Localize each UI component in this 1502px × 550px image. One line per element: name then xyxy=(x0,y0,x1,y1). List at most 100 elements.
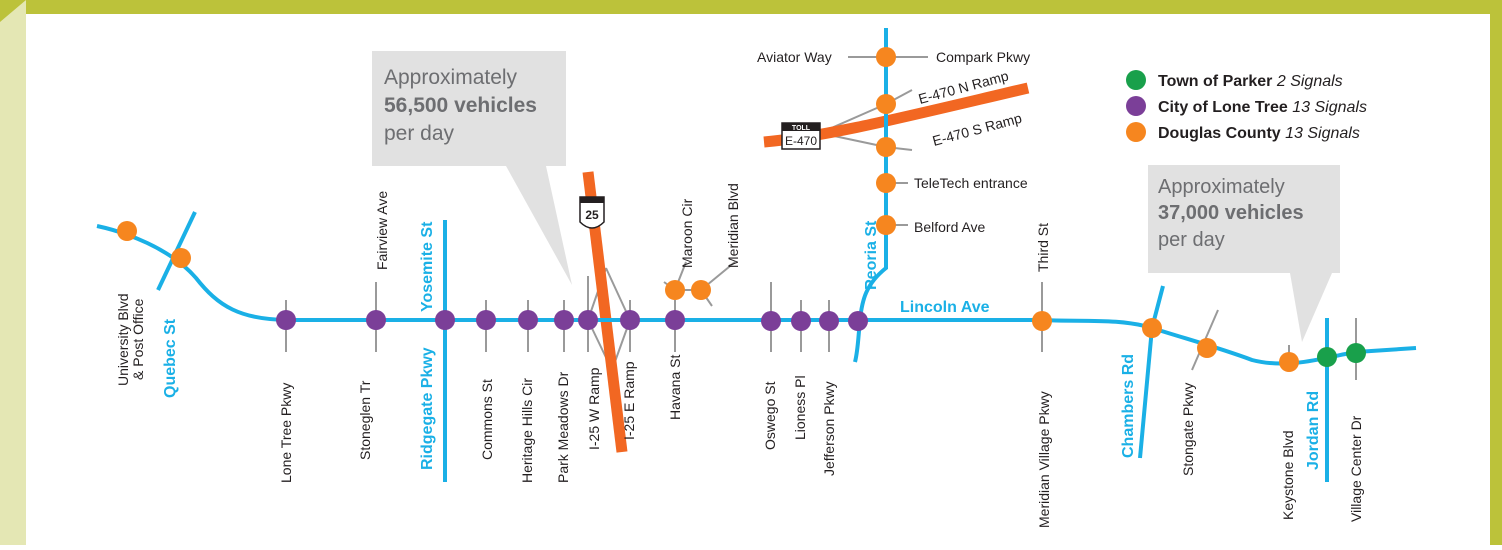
fairview-label: Fairview Ave xyxy=(374,191,390,270)
i25-interchange-lines xyxy=(587,267,631,371)
stongate-label: Stongate Pkwy xyxy=(1180,383,1196,476)
signal-maroon xyxy=(665,280,685,300)
lone-tree-pkwy-label: Lone Tree Pkwy xyxy=(278,383,294,483)
legend-item-parker: Town of Parker 2 Signals xyxy=(1126,70,1343,90)
legend-count-parker: 2 Signals xyxy=(1276,73,1343,90)
signal-yosemite xyxy=(435,310,455,330)
peoria-label: Peoria St xyxy=(863,220,880,290)
callout-west-line3: per day xyxy=(384,122,455,145)
legend-dot-lone-tree xyxy=(1126,96,1146,116)
svg-text:City of Lone Tree 13 Signals: City of Lone Tree 13 Signals xyxy=(1158,99,1367,116)
callout-east-line3: per day xyxy=(1158,229,1225,251)
commons-label: Commons St xyxy=(479,379,495,460)
signal-compark xyxy=(876,47,896,67)
meridian-blvd-label: Meridian Blvd xyxy=(725,183,741,268)
i25-w-ramp-label: I-25 W Ramp xyxy=(586,367,602,450)
signal-university xyxy=(117,221,137,241)
signal-oswego xyxy=(761,311,781,331)
signal-lone-tree-pkwy xyxy=(276,310,296,330)
maroon-label: Maroon Cir xyxy=(679,198,695,268)
signal-i25-w xyxy=(578,310,598,330)
signal-belford xyxy=(876,215,896,235)
legend-name-douglas: Douglas County xyxy=(1158,125,1281,142)
parker-signals xyxy=(1317,343,1366,367)
yosemite-label: Yosemite St xyxy=(419,221,436,312)
toll-shield-route: E-470 xyxy=(785,134,817,148)
meridian-village-label: Meridian Village Pkwy xyxy=(1036,391,1052,528)
lioness-label: Lioness Pl xyxy=(792,375,808,440)
stoneglen-label: Stoneglen Tr xyxy=(357,380,373,460)
park-meadows-label: Park Meadows Dr xyxy=(555,371,571,483)
signal-keystone xyxy=(1279,352,1299,372)
university-label-2: & Post Office xyxy=(130,298,146,380)
callout-west-line1: Approximately xyxy=(384,66,518,89)
belford-label: Belford Ave xyxy=(914,219,986,235)
callout-east-line1: Approximately xyxy=(1158,176,1285,198)
signal-meridian-village xyxy=(1032,311,1052,331)
major-road-labels: Lincoln Ave Quebec St Ridgegate Pkwy Yos… xyxy=(162,220,1322,470)
keystone-label: Keystone Blvd xyxy=(1280,431,1296,521)
callout-east-line2: 37,000 vehicles xyxy=(1158,202,1304,224)
legend: Town of Parker 2 Signals City of Lone Tr… xyxy=(1126,70,1367,142)
jordan-label: Jordan Rd xyxy=(1305,391,1322,470)
legend-name-lone-tree: City of Lone Tree xyxy=(1158,99,1288,116)
signal-quebec xyxy=(171,248,191,268)
interstate-shield-top xyxy=(580,197,604,203)
signal-jefferson xyxy=(819,311,839,331)
callout-west-line2: 56,500 vehicles xyxy=(384,94,537,117)
legend-dot-douglas xyxy=(1126,122,1146,142)
signal-i25-e xyxy=(620,310,640,330)
signal-meridian-blvd xyxy=(691,280,711,300)
frame-shade xyxy=(0,0,26,545)
chambers-label: Chambers Rd xyxy=(1120,354,1137,458)
signal-village-center xyxy=(1346,343,1366,363)
third-label: Third St xyxy=(1035,223,1051,272)
aviator-label: Aviator Way xyxy=(757,49,832,65)
svg-text:Douglas County 13 Signals: Douglas County 13 Signals xyxy=(1158,125,1360,142)
teletech-label: TeleTech entrance xyxy=(914,175,1028,191)
e470-ramp-lines xyxy=(819,89,913,151)
oswego-label: Oswego St xyxy=(762,381,778,450)
signal-park-meadows xyxy=(554,310,574,330)
signal-commons xyxy=(476,310,496,330)
signal-havana xyxy=(665,310,685,330)
havana-label: Havana St xyxy=(667,355,683,420)
traffic-callout-east: Approximately 37,000 vehicles per day xyxy=(1148,165,1340,342)
lincoln-ave-label: Lincoln Ave xyxy=(900,299,990,316)
callout-west-bg xyxy=(372,51,572,285)
signal-lioness xyxy=(791,311,811,331)
signal-jordan xyxy=(1317,347,1337,367)
signal-heritage-hills xyxy=(518,310,538,330)
lincoln-ave-road xyxy=(96,224,1417,366)
signal-stongate xyxy=(1197,338,1217,358)
lone-tree-signals xyxy=(276,310,868,331)
map-panel xyxy=(26,14,1490,545)
traffic-callout-west: Approximately 56,500 vehicles per day xyxy=(372,51,572,285)
legend-item-douglas: Douglas County 13 Signals xyxy=(1126,122,1360,142)
signal-peoria xyxy=(848,311,868,331)
village-center-label: Village Center Dr xyxy=(1348,415,1364,522)
e470-shield: TOLL E-470 xyxy=(781,122,821,150)
interstate-shield-icon xyxy=(579,196,605,229)
ridgegate-label: Ridgegate Pkwy xyxy=(419,347,436,470)
signal-chambers xyxy=(1142,318,1162,338)
university-label-1: University Blvd xyxy=(115,293,131,386)
legend-dot-parker xyxy=(1126,70,1146,90)
callout-east-bg xyxy=(1148,165,1340,342)
signal-teletech xyxy=(876,173,896,193)
heritage-hills-label: Heritage Hills Cir xyxy=(519,378,535,483)
jefferson-label: Jefferson Pkwy xyxy=(821,381,837,476)
quebec-label: Quebec St xyxy=(162,318,179,398)
toll-shield-top xyxy=(782,123,820,131)
i25-e-ramp-label: I-25 E Ramp xyxy=(621,361,637,440)
toll-shield-top-text: TOLL xyxy=(792,125,811,132)
signal-stoneglen xyxy=(366,310,386,330)
signal-e470-s xyxy=(876,137,896,157)
douglas-county-signals xyxy=(117,47,1299,372)
cross-street-labels: University Blvd & Post Office Lone Tree … xyxy=(115,183,1364,528)
signal-e470-n xyxy=(876,94,896,114)
legend-count-lone-tree: 13 Signals xyxy=(1292,99,1367,116)
legend-name-parker: Town of Parker xyxy=(1158,73,1272,90)
